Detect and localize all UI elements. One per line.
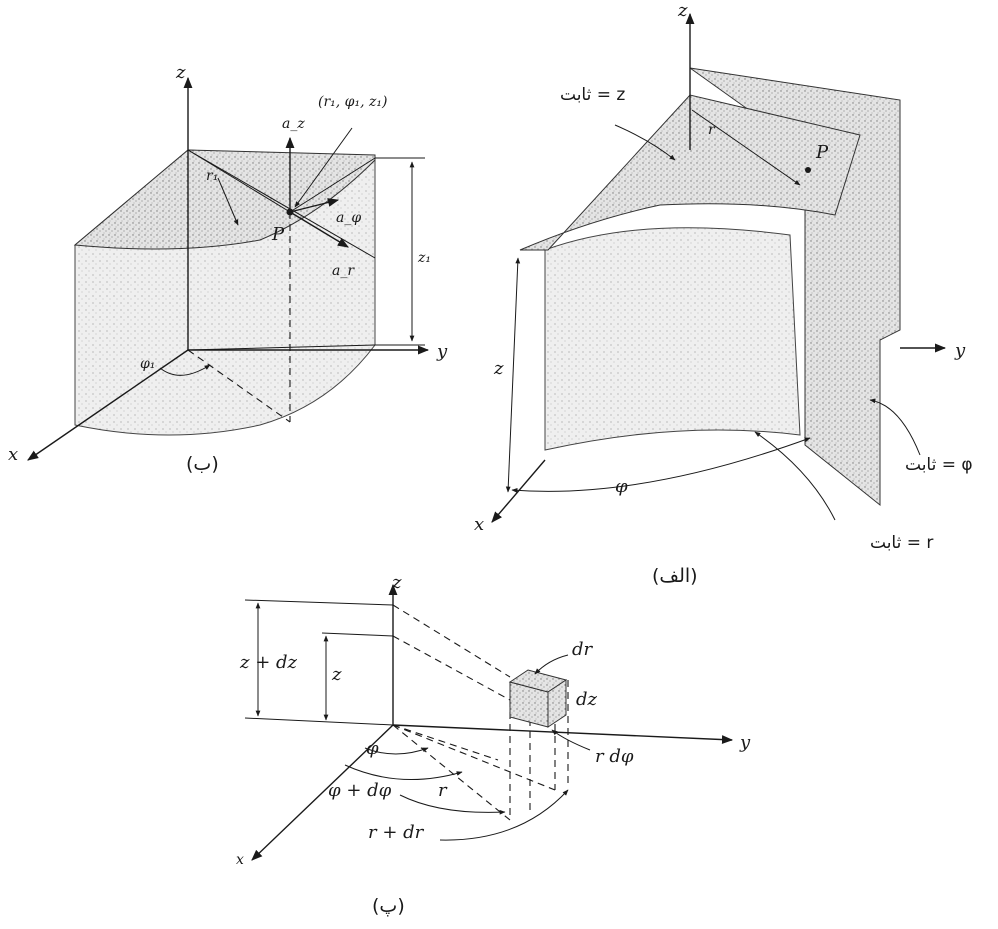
r-const-label: ثابت = r bbox=[870, 533, 933, 553]
radius-arrow bbox=[691, 109, 801, 186]
x-axis bbox=[251, 724, 394, 861]
height-label: z₁ bbox=[417, 250, 431, 266]
r-label: r bbox=[438, 780, 448, 801]
phi-arc bbox=[364, 747, 429, 755]
dashed-top-2 bbox=[392, 635, 511, 701]
point-top-edge bbox=[289, 157, 376, 213]
axis-x-label: x bbox=[236, 852, 244, 868]
axis-y-label: y bbox=[436, 341, 448, 362]
caption-alef: (الف) bbox=[652, 565, 698, 587]
radius-label: r bbox=[708, 122, 716, 138]
coord-leader bbox=[294, 127, 353, 208]
phi-plus-dphi-label: φ + dφ bbox=[328, 780, 392, 801]
unit-ar-label: a_r bbox=[332, 263, 355, 279]
axis-z-label: z bbox=[677, 0, 688, 21]
r-arc bbox=[399, 794, 506, 815]
dashed-radial-1 bbox=[392, 724, 511, 821]
z-const-label: ثابت = z bbox=[560, 85, 625, 105]
z-const-leader bbox=[614, 124, 676, 161]
z-plus-dz-line bbox=[244, 599, 394, 606]
caption-b: (ب) bbox=[186, 453, 219, 475]
volume-element-side bbox=[547, 679, 567, 728]
phi-arc bbox=[159, 364, 211, 376]
figure-b: z y x (r₁, φ₁, z₁) P r₁ φ₁ z₁ a_z a_φ a_… bbox=[8, 62, 448, 475]
point-coords-label: (r₁, φ₁, z₁) bbox=[318, 94, 387, 110]
phi-base-dashed bbox=[187, 349, 291, 423]
figure-alef: z y x ثابت = z ثابت = φ ثابت = r P r z φ… bbox=[474, 0, 973, 587]
y-axis bbox=[392, 724, 734, 745]
height-label: z bbox=[493, 358, 504, 379]
r-dphi-leader bbox=[551, 729, 591, 751]
dr-leader bbox=[534, 654, 569, 675]
point-p-label: P bbox=[271, 224, 285, 245]
phi-const-leader bbox=[869, 398, 921, 456]
axis-z-label: z bbox=[175, 62, 186, 83]
unit-vector-ar bbox=[289, 211, 349, 248]
radius-label: r₁ bbox=[206, 168, 218, 184]
base-line bbox=[244, 717, 394, 726]
r-dphi-label: r dφ bbox=[595, 746, 634, 767]
figure-pe: z y x z + dz z dr dz r dφ φ φ + dφ r r +… bbox=[236, 572, 751, 917]
dr-label: dr bbox=[572, 639, 594, 660]
axis-y-label: y bbox=[739, 732, 751, 753]
x-axis bbox=[27, 349, 189, 461]
axis-y-label: y bbox=[954, 340, 966, 361]
z-label: z bbox=[331, 664, 342, 685]
unit-vector-aphi bbox=[289, 198, 340, 213]
cylinder-sector-top bbox=[73, 149, 376, 250]
z-const-plane bbox=[519, 94, 861, 251]
phi-plus-dphi-arc bbox=[344, 764, 463, 781]
point-p-label: P bbox=[815, 142, 829, 163]
dashed-top-1 bbox=[392, 604, 511, 678]
caption-pe: (پ) bbox=[372, 895, 405, 917]
axis-z-label: z bbox=[391, 572, 402, 593]
r-plus-dr-label: r + dr bbox=[368, 822, 425, 843]
dashed-radial-2 bbox=[392, 724, 556, 791]
dz-label: dz bbox=[576, 689, 598, 710]
dashed-radial-3 bbox=[392, 724, 499, 761]
z-dimension bbox=[505, 257, 521, 493]
angle-label: φ bbox=[615, 476, 628, 497]
r-const-surface bbox=[544, 227, 801, 451]
base-edge bbox=[187, 344, 376, 351]
r-plus-dr-arc bbox=[439, 789, 569, 841]
z-line bbox=[321, 632, 394, 637]
unit-aphi-label: a_φ bbox=[336, 210, 361, 226]
phi-label: φ bbox=[366, 738, 379, 759]
point-p-dot bbox=[286, 208, 294, 216]
angle-label: φ₁ bbox=[140, 356, 155, 372]
z-plus-dz-label: z + dz bbox=[239, 652, 298, 673]
phi-const-label: ثابت = φ bbox=[905, 455, 973, 475]
r-const-leader bbox=[754, 431, 836, 521]
point-p-dot bbox=[805, 167, 811, 173]
axis-x-label: x bbox=[8, 444, 18, 465]
axis-x-label: x bbox=[474, 514, 484, 535]
radius-arrow bbox=[217, 177, 239, 226]
unit-az-label: a_z bbox=[282, 116, 305, 132]
phi-arc bbox=[511, 437, 811, 493]
